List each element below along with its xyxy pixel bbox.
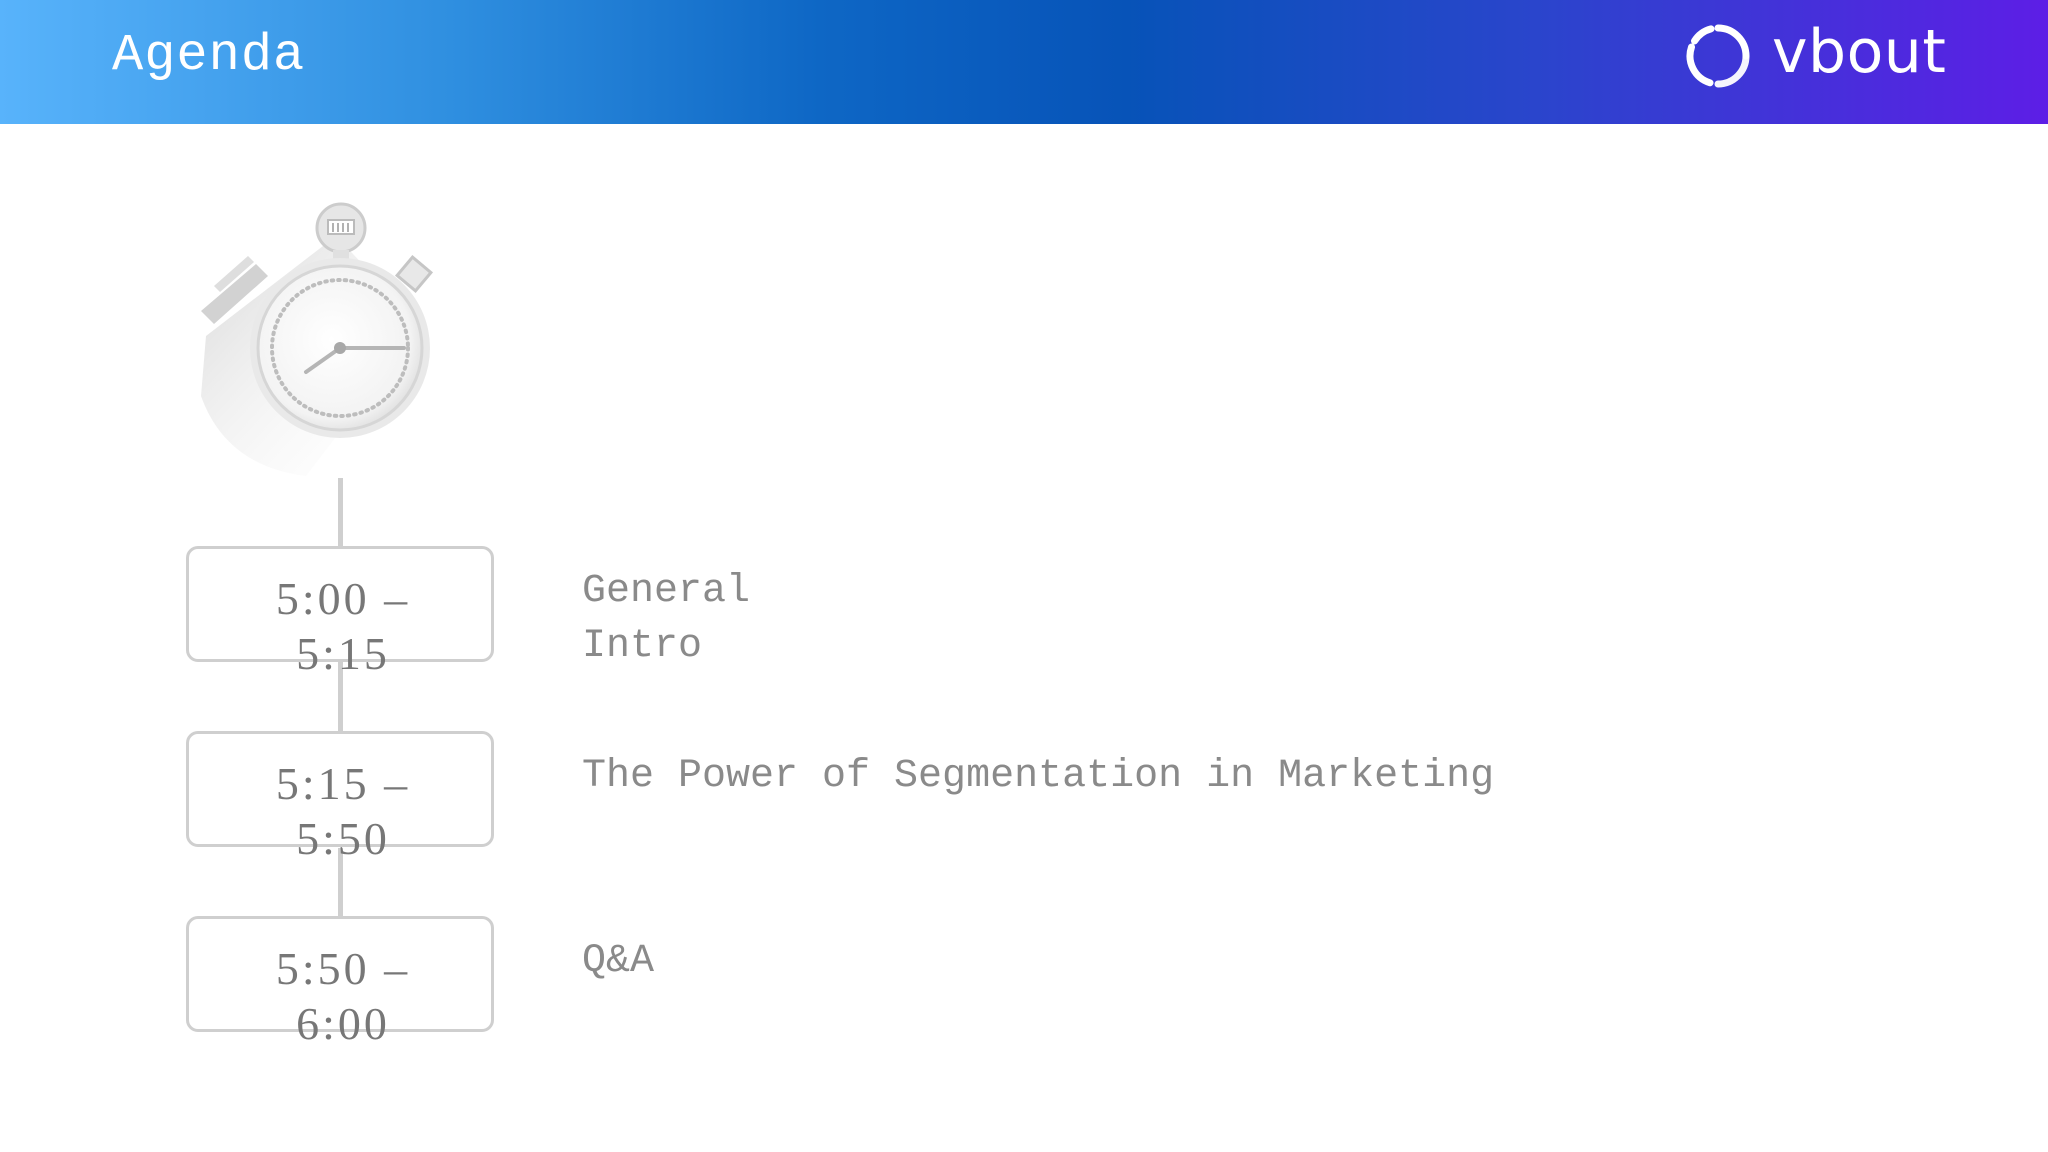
time-end: 5:15 — [296, 628, 390, 679]
time-slot-text: 5:00 – 5:15 — [189, 571, 497, 681]
time-slot-box: 5:15 – 5:50 — [186, 731, 494, 864]
agenda-item-label: Q&A — [582, 939, 655, 984]
vbout-ring-logo-icon — [1686, 24, 1750, 88]
agenda-item-label: General Intro — [582, 569, 751, 669]
time-end: 6:00 — [296, 998, 390, 1049]
time-start: 5:15 – — [275, 758, 411, 809]
timeline-connector — [338, 848, 343, 918]
time-end: 5:50 — [296, 813, 390, 864]
timeline-connector — [338, 478, 343, 546]
agenda-item-label: The Power of Segmentation in Marketing — [582, 754, 1495, 799]
brand-name: vbout — [1772, 17, 1947, 87]
brand-logo: vbout — [1684, 22, 1946, 90]
time-start: 5:50 – — [275, 943, 411, 994]
page-title: Agenda — [112, 26, 306, 85]
time-slot-text: 5:15 – 5:50 — [189, 756, 497, 866]
stopwatch-icon — [201, 202, 434, 476]
timeline-connector — [338, 662, 343, 732]
time-slot-box: 5:50 – 6:00 — [186, 916, 494, 1049]
time-slot-text: 5:50 – 6:00 — [189, 941, 497, 1051]
time-start: 5:00 – — [275, 573, 411, 624]
header-bar: Agenda vbout — [0, 0, 2048, 124]
time-slot-box: 5:00 – 5:15 — [186, 546, 494, 679]
